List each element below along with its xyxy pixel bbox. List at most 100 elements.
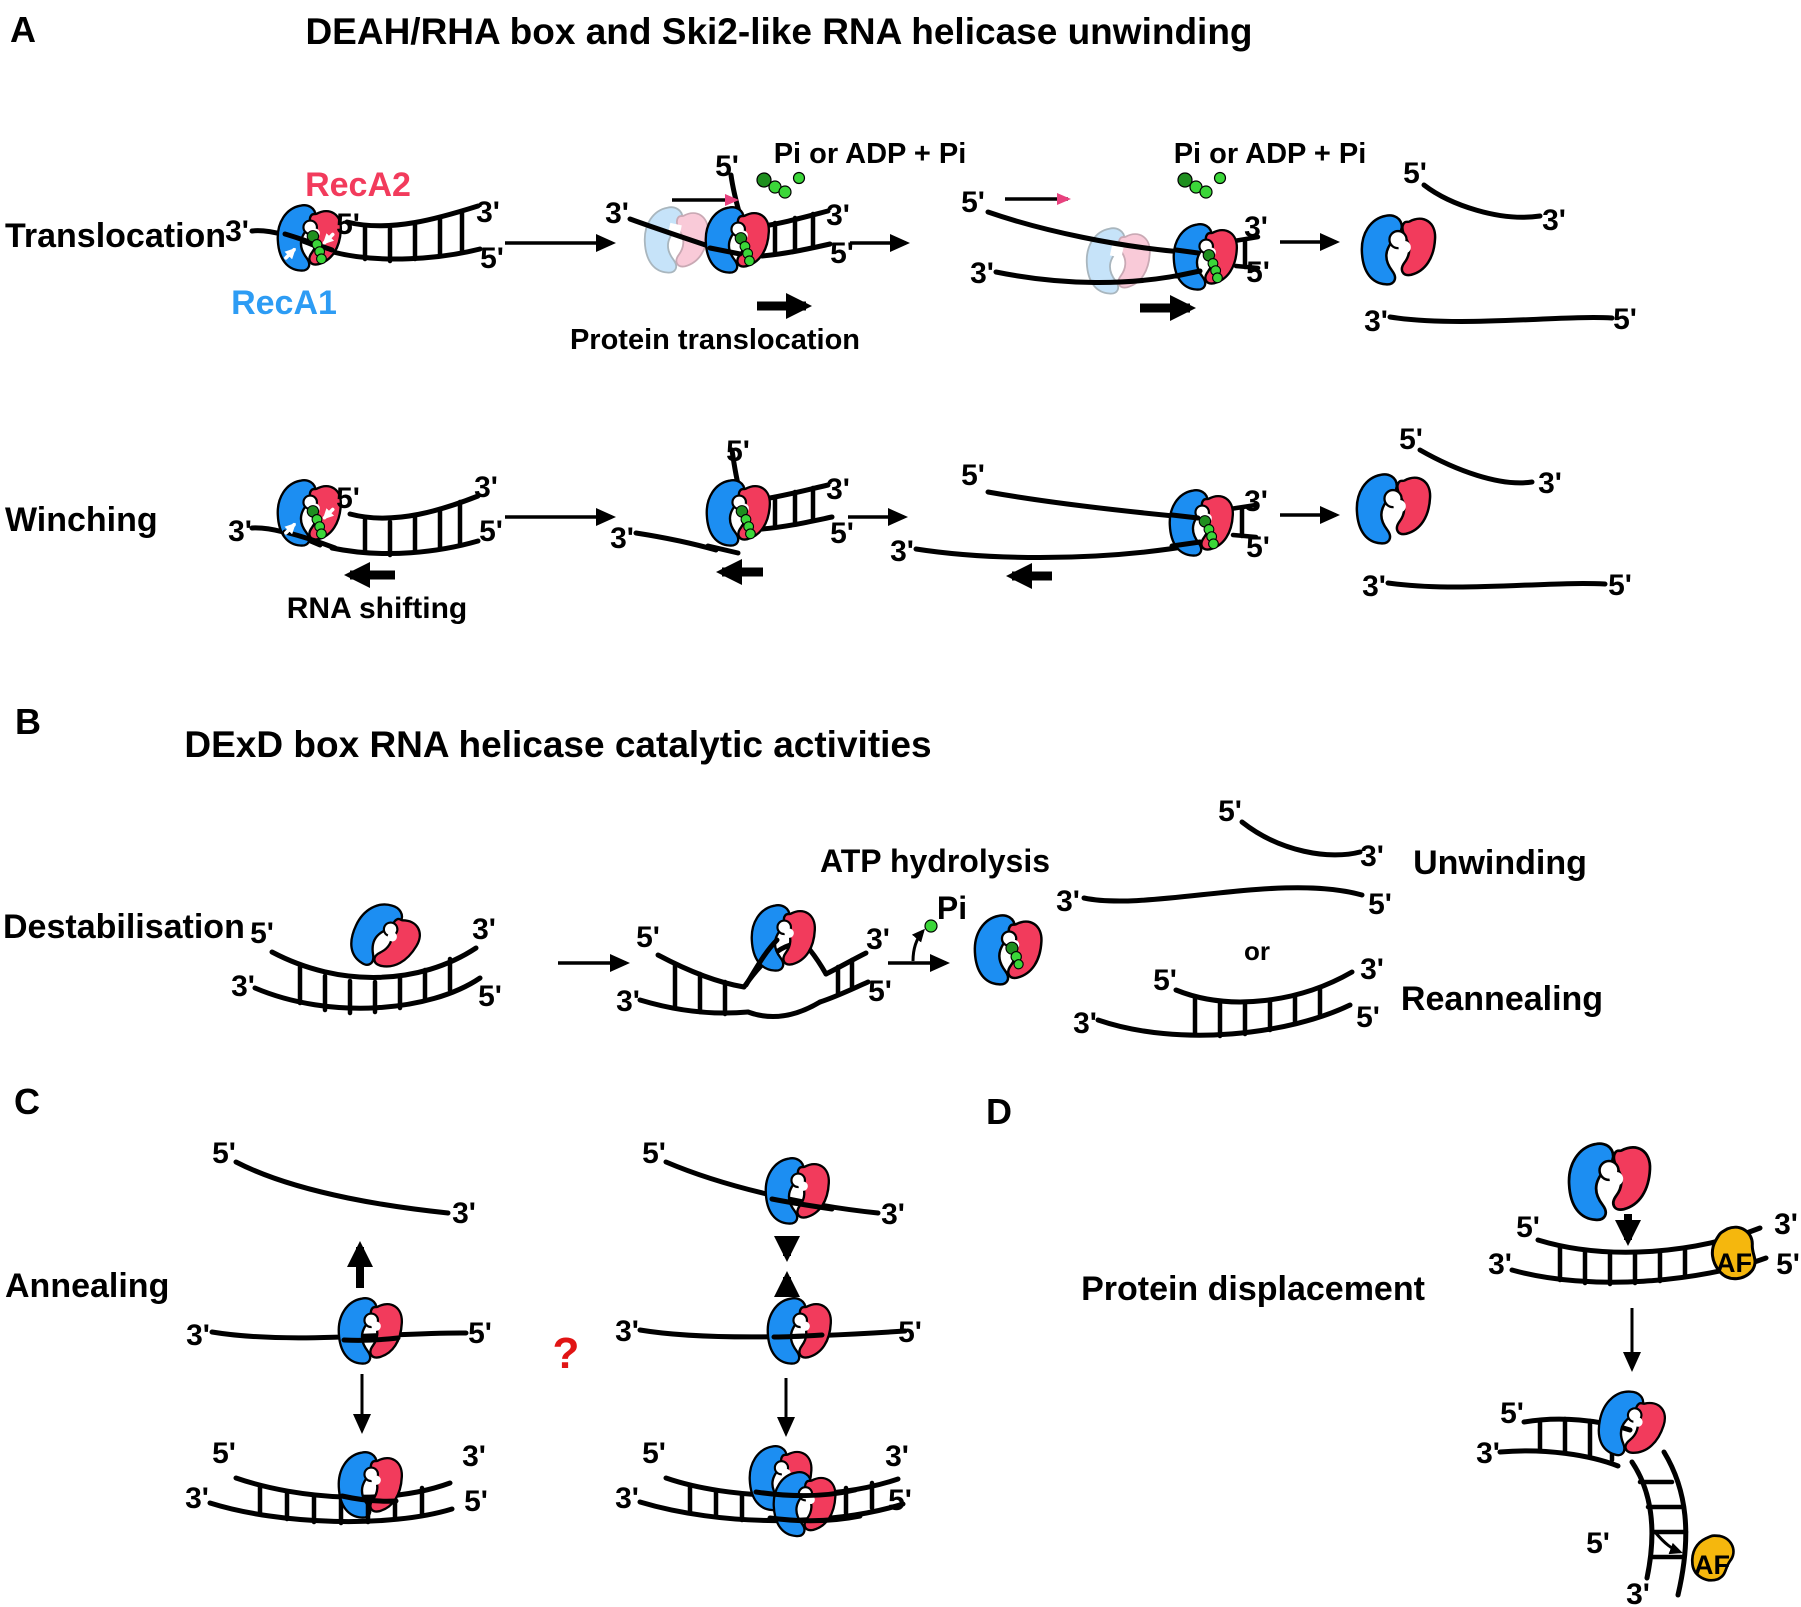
rna-strands xyxy=(985,209,1261,286)
prime-label: 3' xyxy=(1360,953,1384,986)
prime-label: 5' xyxy=(726,435,750,468)
prime-label: 5' xyxy=(212,1137,236,1170)
prime-label: 5' xyxy=(830,237,854,270)
annealing-row-label: Annealing xyxy=(5,1267,169,1305)
prime-label: 5' xyxy=(642,1137,666,1170)
prime-label: 5' xyxy=(1356,1001,1380,1034)
released-phosphate-icon xyxy=(756,171,806,199)
prime-label: 5' xyxy=(1613,303,1637,336)
prime-label: 3' xyxy=(1626,1578,1650,1607)
prime-label: 3' xyxy=(1360,840,1384,873)
translocation-row-label: Translocation xyxy=(5,217,226,255)
prime-label: 3' xyxy=(1364,305,1388,338)
winching-row-label: Winching xyxy=(5,501,158,539)
rna-strands xyxy=(1497,1416,1689,1598)
prime-label: 3' xyxy=(228,515,252,548)
prime-label: 3' xyxy=(476,196,500,229)
prime-label: 5' xyxy=(888,1484,912,1517)
strand-overlay xyxy=(341,1335,401,1343)
prime-label: 5' xyxy=(250,917,274,950)
prime-label: 5' xyxy=(636,921,660,954)
prime-label: 5' xyxy=(642,1437,666,1470)
prime-label: 5' xyxy=(212,1437,236,1470)
pi-molecule-icon xyxy=(924,919,938,933)
prime-label: 3' xyxy=(474,471,498,504)
rna-shifting-label: RNA shifting xyxy=(287,592,468,625)
prime-label: 3' xyxy=(231,970,255,1003)
ghost-helicase-icon xyxy=(643,206,709,274)
pi-release-arrow xyxy=(911,928,925,962)
panel-d-letter: D xyxy=(986,1091,1012,1132)
prime-label: 3' xyxy=(605,197,629,230)
prime-label: 3' xyxy=(1538,467,1562,500)
helicase-icon xyxy=(340,893,427,978)
prime-label: 5' xyxy=(1776,1248,1800,1281)
prime-label: 5' xyxy=(1246,531,1270,564)
question-mark: ? xyxy=(553,1329,580,1378)
atp-hydrolysis-label: ATP hydrolysis xyxy=(820,843,1050,879)
prime-label: 5' xyxy=(1516,1211,1540,1244)
panel-a-letter: A xyxy=(10,9,36,50)
prime-label: 5' xyxy=(336,208,360,241)
prime-label: 5' xyxy=(1399,423,1423,456)
prime-label: 5' xyxy=(464,1485,488,1518)
prime-label: 3' xyxy=(472,913,496,946)
af-label: AF xyxy=(1694,1550,1730,1580)
helicase-icon xyxy=(772,1471,837,1538)
prime-label: 3' xyxy=(185,1482,209,1515)
prime-label: 5' xyxy=(468,1317,492,1350)
prime-label: 5' xyxy=(480,242,504,275)
protein-translocation-label: Protein translocation xyxy=(570,324,860,356)
rna-strands xyxy=(1081,819,1365,1039)
prime-label: 5' xyxy=(479,515,503,548)
or-label: or xyxy=(1244,936,1270,966)
strand-overlay xyxy=(282,529,338,551)
helicase-icon xyxy=(764,1157,831,1225)
prime-label: 5' xyxy=(336,482,360,515)
prime-label: 3' xyxy=(826,473,850,506)
prime-label: 5' xyxy=(961,459,985,492)
prime-label: 5' xyxy=(1246,256,1270,289)
prime-label: 5' xyxy=(1368,888,1392,921)
reca2-label: RecA2 xyxy=(305,166,411,204)
prime-label: 3' xyxy=(885,1440,909,1473)
prime-label: 3' xyxy=(881,1198,905,1231)
strand-overlay xyxy=(743,937,780,988)
prime-label: 3' xyxy=(616,985,640,1018)
panel-c: C Annealing ? xyxy=(5,1081,922,1538)
prime-label: 5' xyxy=(715,150,739,183)
prime-label: 5' xyxy=(1608,569,1632,602)
prime-label: 3' xyxy=(890,535,914,568)
prime-label: 5' xyxy=(478,980,502,1013)
prime-label: 5' xyxy=(830,517,854,550)
rna-strands xyxy=(1387,182,1615,324)
strand-overlay xyxy=(769,1196,835,1212)
panel-a: A DEAH/RHA box and Ski2-like RNA helicas… xyxy=(5,9,1637,625)
prime-label: 5' xyxy=(961,186,985,219)
prime-label: 5' xyxy=(898,1316,922,1349)
strand-overlay xyxy=(707,245,743,257)
protein-displacement-label: Protein displacement xyxy=(1081,1270,1425,1308)
unwinding-label: Unwinding xyxy=(1413,844,1587,882)
reannealing-label: Reannealing xyxy=(1401,980,1603,1018)
prime-label: 5' xyxy=(1586,1527,1610,1560)
panel-a-title: DEAH/RHA box and Ski2-like RNA helicase … xyxy=(305,11,1252,52)
prime-label: 3' xyxy=(1073,1007,1097,1040)
prime-label: 3' xyxy=(452,1197,476,1230)
prime-label: 5' xyxy=(1153,964,1177,997)
panel-b-letter: B xyxy=(15,701,41,742)
af-label: AF xyxy=(1716,1248,1752,1278)
prime-label: 5' xyxy=(1500,1397,1524,1430)
prime-label: 3' xyxy=(615,1315,639,1348)
ghost-helicase-icon xyxy=(1085,227,1151,295)
prime-label: 3' xyxy=(1056,885,1080,918)
prime-label: 3' xyxy=(186,1319,210,1352)
helicase-open-icon xyxy=(1355,473,1432,545)
strand-overlay xyxy=(282,231,335,253)
prime-label: 3' xyxy=(1244,211,1268,244)
prime-label: 3' xyxy=(970,257,994,290)
prime-label: 5' xyxy=(868,975,892,1008)
prime-label: 3' xyxy=(1542,204,1566,237)
